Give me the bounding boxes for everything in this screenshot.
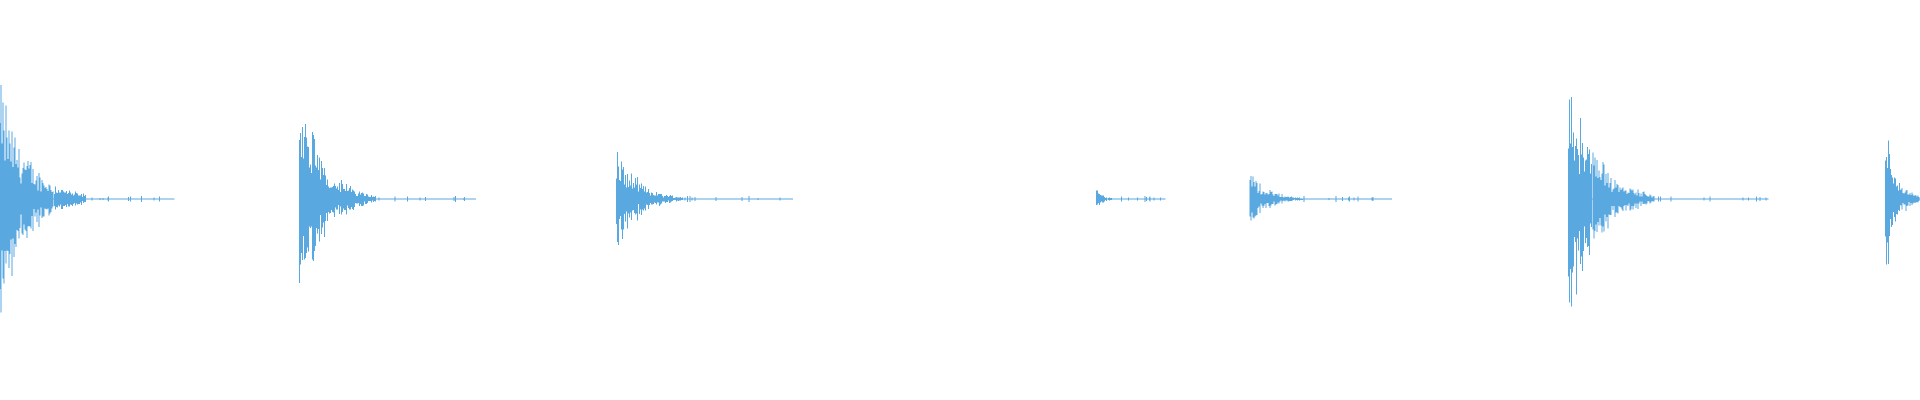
waveform-transient-2 bbox=[299, 123, 477, 284]
waveform-transient-4 bbox=[1095, 190, 1166, 206]
waveform-transient-3 bbox=[615, 151, 793, 245]
waveform-transient-7 bbox=[1884, 140, 1920, 265]
waveform-transient-5 bbox=[1249, 176, 1392, 221]
waveform-transient-1 bbox=[0, 85, 175, 313]
waveform-transient-6 bbox=[1568, 97, 1769, 307]
